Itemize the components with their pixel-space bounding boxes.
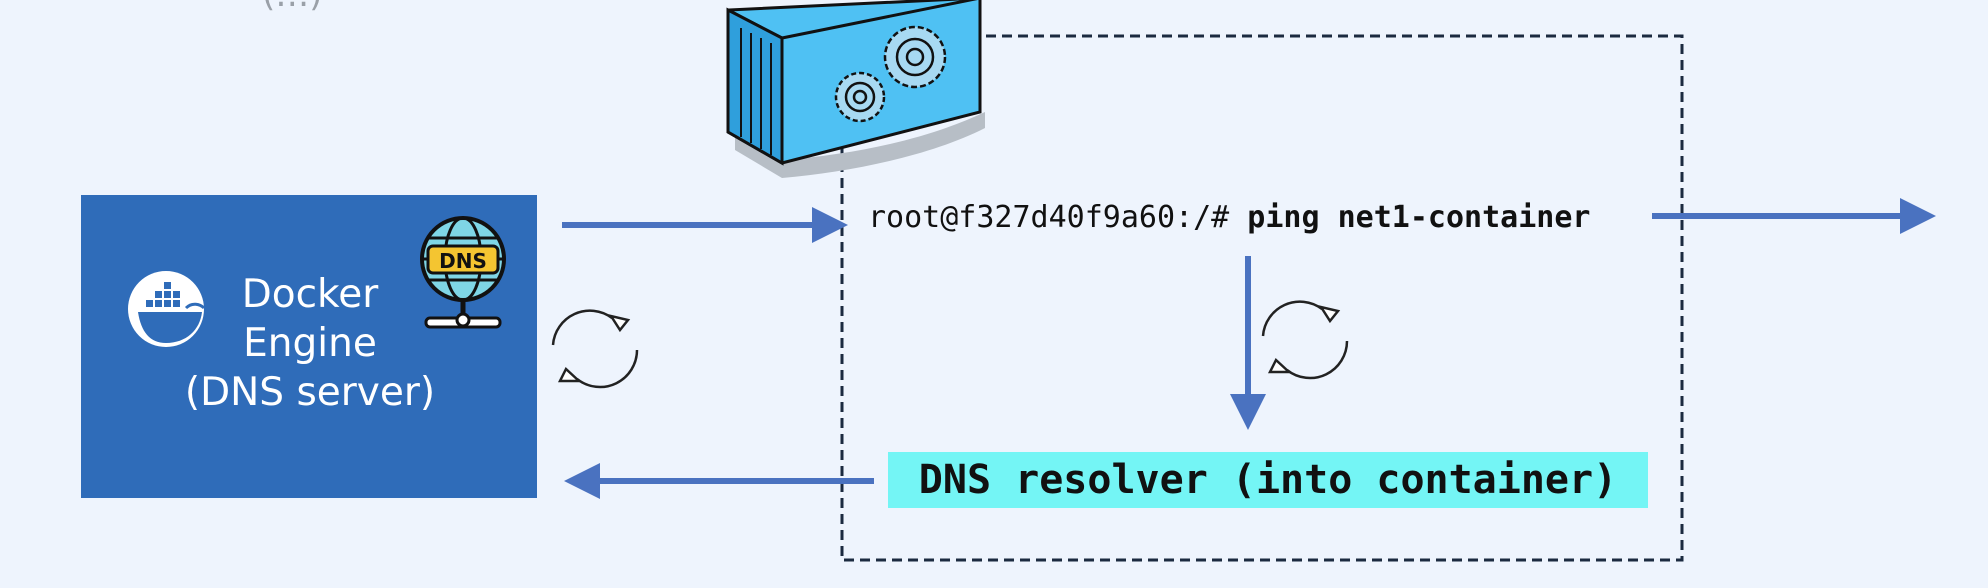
terminal-command-line: root@f327d40f9a60:/# ping net1-container bbox=[868, 198, 1590, 238]
container-gears-icon bbox=[726, 0, 985, 178]
engine-label-line-3: (DNS server) bbox=[184, 370, 436, 415]
engine-label-line-2: Engine bbox=[243, 321, 377, 366]
refresh-cycle-icon-right bbox=[1261, 300, 1349, 380]
top-fragment-text: (…) bbox=[262, 0, 323, 12]
terminal-command: ping net1-container bbox=[1247, 200, 1591, 235]
dns-globe-icon: DNS bbox=[420, 216, 506, 329]
docker-engine-label: Docker Engine (DNS server) bbox=[170, 270, 450, 417]
engine-label-line-1: Docker bbox=[241, 272, 379, 317]
container-boundary bbox=[840, 34, 1684, 562]
refresh-cycle-icon-left bbox=[551, 309, 639, 389]
dns-resolver-label: DNS resolver (into container) bbox=[888, 452, 1648, 508]
terminal-prompt: root@f327d40f9a60:/# bbox=[868, 200, 1248, 235]
docker-whale-icon bbox=[128, 271, 206, 347]
dns-badge-text: DNS bbox=[439, 249, 487, 273]
